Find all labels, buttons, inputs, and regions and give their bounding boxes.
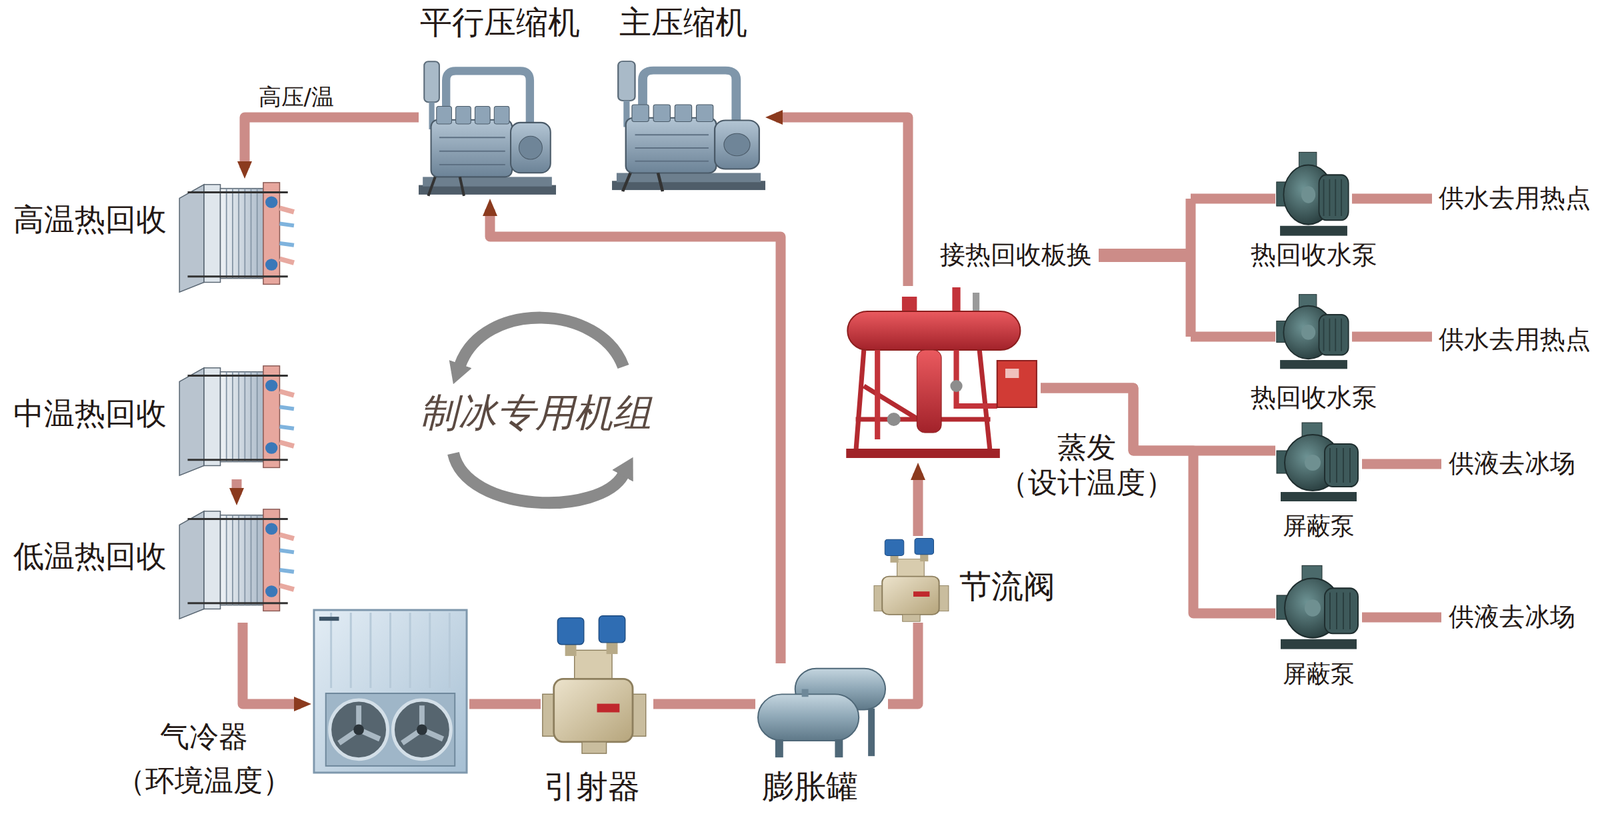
compressor-picture [418,61,556,196]
pipe-connector [1040,388,1276,614]
equipment-node: 高温热回收 [173,178,296,296]
equipment-label: 高温热回收 [13,201,167,238]
equipment-label: 屏蔽泵 [1282,511,1355,540]
pipe-connector [232,479,242,495]
equipment-label: 节流阀 [959,567,1056,606]
pipe-end-label: 供水去用热点 [1438,183,1591,214]
equipment-label: 屏蔽泵 [1282,659,1355,688]
equipment-label: 膨胀罐 [762,767,858,806]
plate-exchanger-picture [179,509,294,619]
cycle-arrow [460,318,624,367]
pump-picture [1276,294,1349,370]
equipment-label: 热回收水泵 [1250,240,1378,271]
pipe-connector [242,622,301,704]
pipe-connector [653,699,756,710]
water-pipes [1098,198,1442,618]
plate-exchanger-picture [179,366,294,476]
pipe-end-label: 供水去用热点 [1438,324,1591,356]
pipe-end-label: 供液去冰场 [1448,602,1576,633]
tank-picture [758,668,886,758]
evaporator-picture [846,287,1037,458]
equipment-label: 气冷器 （环境温度） [104,714,304,803]
gas-cooler-picture [314,610,467,773]
equipment-label: 蒸发 （设计温度） [993,430,1180,501]
equipment-node: 主压缩机 [612,56,766,194]
pipe-connector [913,473,924,536]
plate-exchanger-picture [179,182,294,292]
pump-picture [1276,422,1358,502]
ejector-picture [542,616,646,754]
pipe-connector [776,117,908,286]
equipment-node: 气冷器 （环境温度） [311,607,470,776]
equipment-node: 屏蔽泵 [1275,418,1362,506]
equipment-node: 热回收水泵 [1275,148,1352,240]
pipe-end-label: 供液去冰场 [1448,448,1576,480]
equipment-label: 引射器 [544,767,640,806]
equipment-node: 引射器 [540,612,654,756]
pump-picture [1276,152,1349,236]
compressor-picture [612,61,766,192]
equipment-node: 蒸发 （设计温度） [836,286,1041,463]
equipment-node: 节流阀 [872,536,954,623]
equipment-node: 膨胀罐 [755,663,888,760]
cycle-arrow [453,453,624,503]
equipment-node: 平行压缩机 [418,56,556,199]
equipment-node: 热回收水泵 [1275,290,1352,373]
equipment-node: 中温热回收 [173,362,296,480]
pipe-connector [469,699,541,710]
equipment-label: 平行压缩机 [420,3,580,42]
valve-picture [874,538,949,622]
pipe [1362,464,1442,618]
pump-picture [1276,565,1358,649]
pipe [1098,248,1191,262]
equipment-label: 热回收水泵 [1250,382,1378,414]
pipe-connector [244,117,419,168]
pipe-end-label: 接热回收板换 [940,240,1092,271]
equipment-label: 中温热回收 [13,395,167,432]
equipment-label: 主压缩机 [619,3,748,42]
equipment-label: 低温热回收 [13,538,167,575]
pipe-label: 高压/温 [258,83,334,111]
unit-title: 制冰专用机组 [419,390,652,437]
pipe-connector [888,622,918,704]
equipment-node: 低温热回收 [173,505,296,623]
pipe-connector [490,209,781,664]
equipment-node: 屏蔽泵 [1275,561,1362,654]
